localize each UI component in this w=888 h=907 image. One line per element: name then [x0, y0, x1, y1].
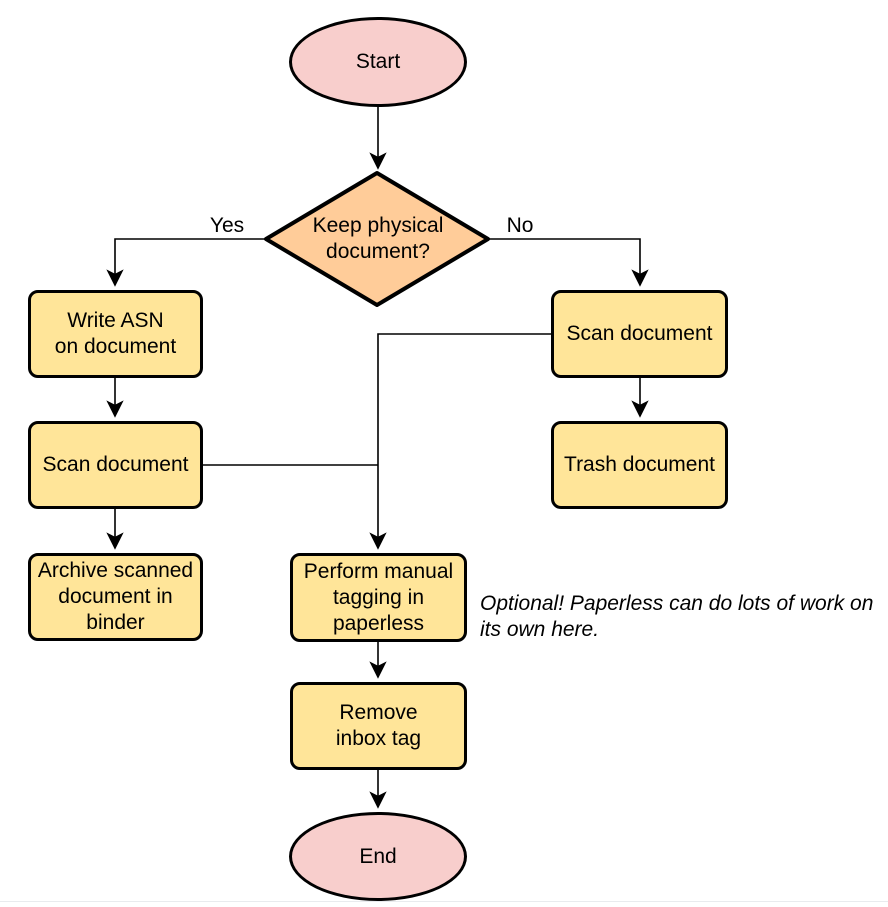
- node-start: Start: [289, 17, 467, 107]
- node-scan-left: Scan document: [28, 421, 203, 509]
- node-scan-right: Scan document: [551, 290, 728, 378]
- bottom-divider: [0, 901, 888, 902]
- node-remove-inbox: Remove inbox tag: [290, 682, 467, 770]
- node-remove-inbox-label: Remove inbox tag: [335, 701, 422, 750]
- node-tagging: Perform manual tagging in paperless: [290, 553, 467, 642]
- node-trash-label: Trash document: [564, 453, 715, 476]
- node-trash: Trash document: [551, 421, 728, 509]
- edge-label-yes: Yes: [209, 214, 245, 237]
- node-scan-left-label: Scan document: [42, 453, 189, 476]
- edge-scan-right-to-tagging: [369, 333, 551, 550]
- edge-decision-yes-to-write-asn: [106, 238, 266, 287]
- node-write-asn: Write ASN on document: [28, 290, 203, 378]
- node-start-label: Start: [355, 50, 401, 73]
- node-scan-right-label: Scan document: [566, 322, 713, 345]
- node-decision: Keep physical document?: [287, 205, 469, 273]
- node-end: End: [289, 812, 467, 901]
- annotation-optional-note: Optional! Paperless can do lots of work …: [480, 592, 874, 641]
- edge-label-no: No: [506, 214, 534, 237]
- node-tagging-label: Perform manual tagging in paperless: [303, 559, 454, 635]
- node-end-label: End: [359, 844, 397, 868]
- node-archive: Archive scanned document in binder: [28, 553, 203, 641]
- node-decision-label: Keep physical document?: [312, 214, 444, 263]
- node-archive-label: Archive scanned document in binder: [37, 559, 194, 634]
- decision-diamond-shape: [264, 171, 490, 307]
- node-write-asn-label: Write ASN on document: [54, 309, 177, 358]
- edge-decision-no-to-scan-right: [488, 238, 649, 287]
